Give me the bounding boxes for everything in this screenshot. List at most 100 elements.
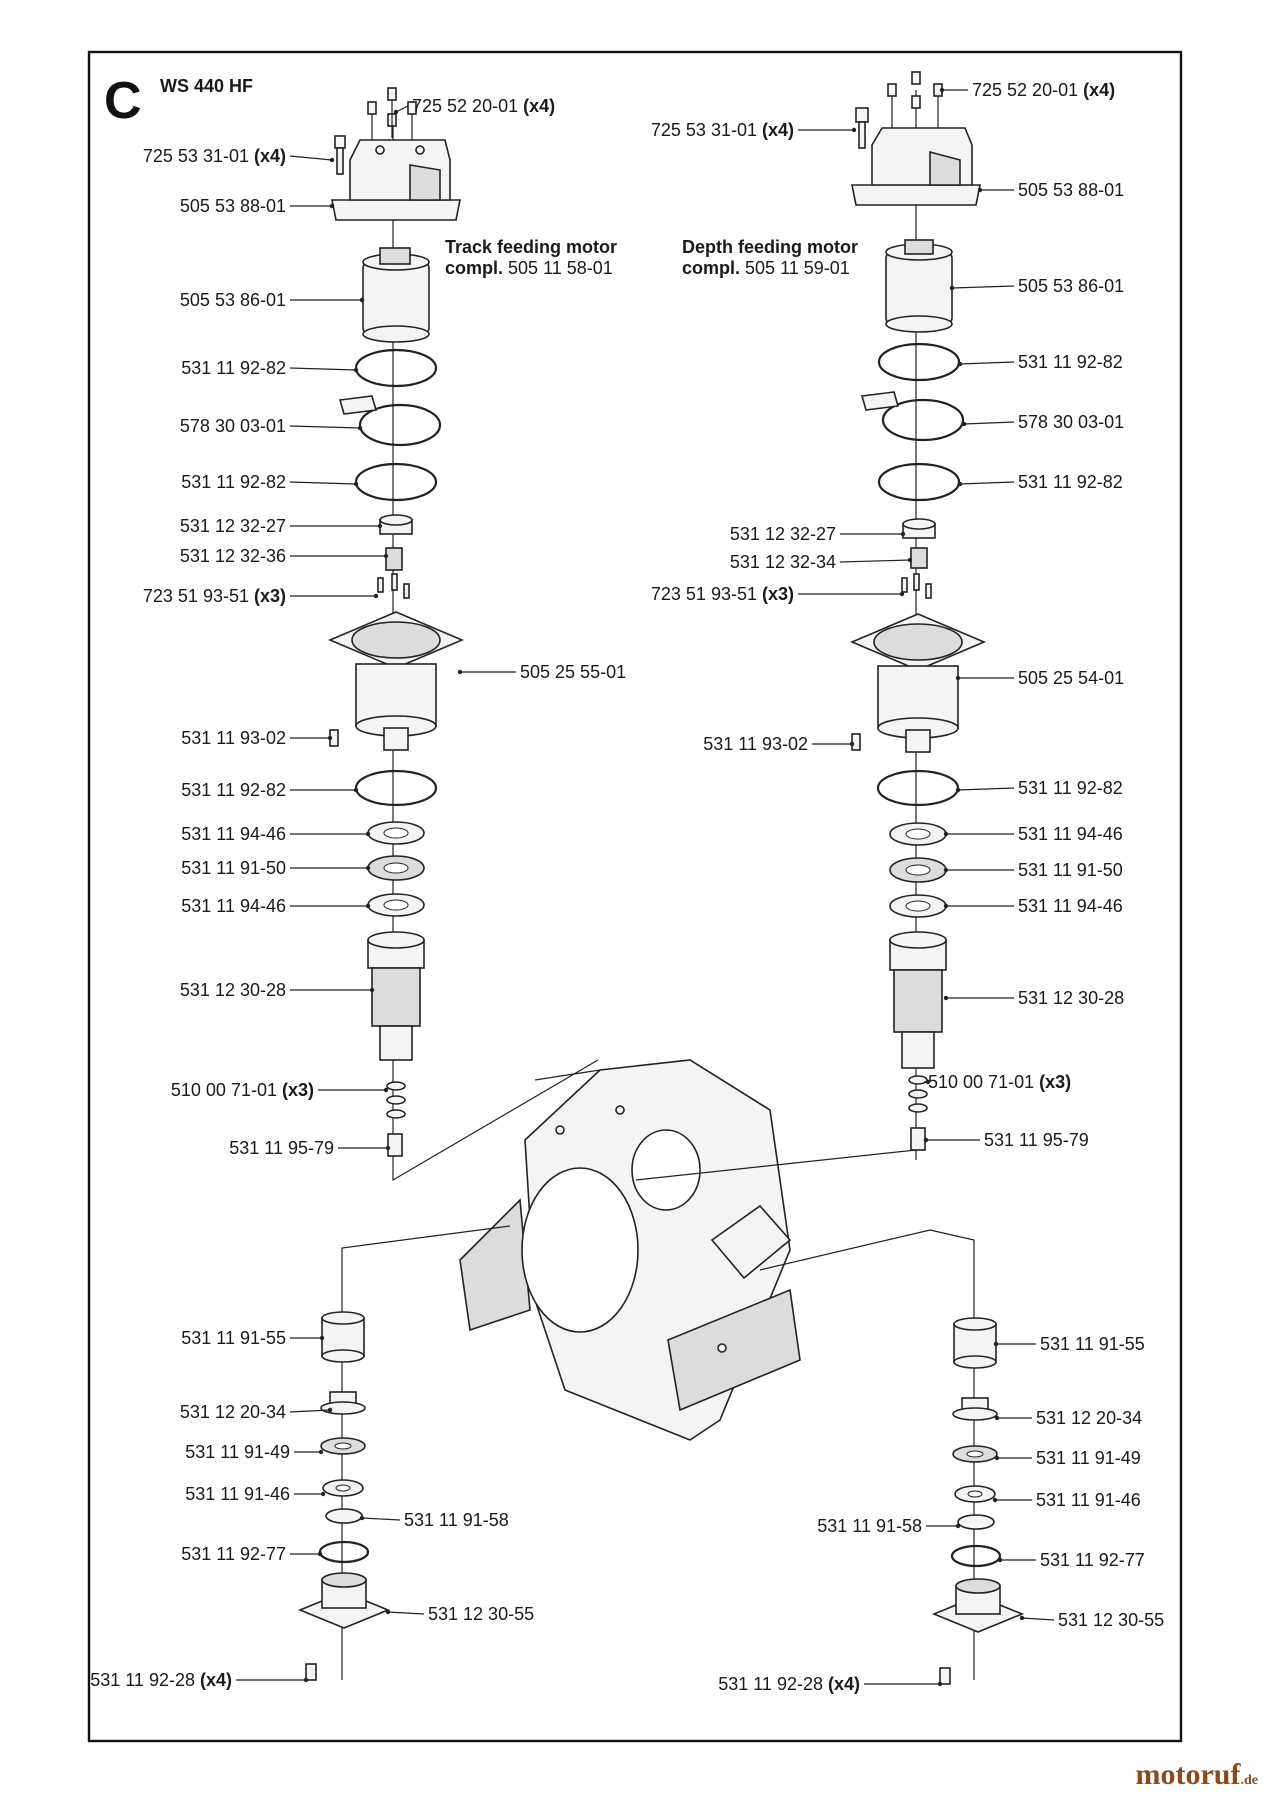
central-gear-housing [459, 1059, 801, 1441]
left-motor [362, 247, 430, 343]
leader-arrow [373, 593, 379, 599]
part-label-r16: 531 11 94-46 [943, 896, 1123, 916]
leader-arrow [943, 831, 949, 837]
leader-arrow [907, 557, 913, 563]
leader-arrow [353, 367, 359, 373]
leader-arrow [377, 523, 383, 529]
part-label-bl4: 531 11 91-46 [185, 1484, 326, 1504]
leader-arrow [997, 1557, 1003, 1563]
part-label-l19: 531 11 95-79 [229, 1138, 391, 1158]
part-number-text: 531 12 32-36 [180, 546, 286, 566]
part-label-r11: 505 25 54-01 [955, 668, 1124, 688]
br-thrust-bearing [952, 1445, 998, 1463]
part-number-r17: 531 12 30-28 [1018, 988, 1124, 1008]
left-bearing [367, 855, 425, 881]
right-motor [885, 239, 953, 333]
part-number-r12: 531 11 93-02 [703, 734, 808, 754]
br-o-ring [950, 1544, 1002, 1568]
left-assembly-compl-word: compl. [445, 258, 503, 278]
part-number-text: 531 11 91-58 [817, 1516, 922, 1536]
leader-arrow [319, 1335, 325, 1341]
part-number-l4: 505 53 86-01 [180, 290, 286, 310]
leader-arrow [353, 787, 359, 793]
right-washer-1 [889, 822, 947, 846]
br-bushing [952, 1397, 998, 1421]
part-number-l13: 531 11 92-82 [181, 780, 286, 800]
part-number-text: 505 53 86-01 [180, 290, 286, 310]
part-quantity: (x3) [249, 586, 286, 606]
part-number-l16: 531 11 94-46 [181, 896, 286, 916]
part-number-l18: 510 00 71-01 (x3) [171, 1080, 314, 1100]
part-label-r10: 723 51 93-51 (x3) [651, 584, 905, 604]
part-number-l14: 531 11 94-46 [181, 824, 286, 844]
part-label-r2: 725 53 31-01 (x4) [651, 120, 857, 140]
part-number-text: 725 53 31-01 [651, 120, 757, 140]
right-o-ring-2 [877, 462, 961, 502]
leader-arrow [994, 1415, 1000, 1421]
leader-arrow [943, 903, 949, 909]
part-number-text: 531 12 32-34 [730, 552, 836, 572]
part-label-bl2: 531 12 20-34 [180, 1402, 333, 1422]
left-top-screws [367, 87, 417, 150]
part-number-text: 725 52 20-01 [412, 96, 518, 116]
watermark-logo: motoruf.de [1136, 1758, 1258, 1792]
part-number-br5: 531 11 91-58 [817, 1516, 922, 1536]
right-bushing [902, 518, 936, 539]
leader-arrow [1019, 1615, 1025, 1621]
leader-arrow [937, 1681, 943, 1687]
br-shim [957, 1514, 995, 1530]
diagram-frame [87, 50, 1183, 1743]
part-number-bl5: 531 11 91-58 [404, 1510, 509, 1530]
part-number-br1: 531 11 91-55 [1040, 1334, 1145, 1354]
leader-arrow [943, 995, 949, 1001]
part-number-l6: 578 30 03-01 [180, 416, 286, 436]
part-number-text: 531 11 95-79 [229, 1138, 334, 1158]
part-number-text: 531 11 94-46 [1018, 824, 1123, 844]
part-number-l17: 531 12 30-28 [180, 980, 286, 1000]
leader-arrow [383, 1087, 389, 1093]
part-number-text: 531 11 91-55 [1040, 1334, 1145, 1354]
part-number-bl3: 531 11 91-49 [185, 1442, 290, 1462]
leader-arrow [385, 1609, 391, 1615]
part-label-r8: 531 12 32-27 [730, 524, 906, 544]
right-gear [910, 547, 928, 569]
part-number-text: 531 11 91-50 [1018, 860, 1123, 880]
left-bracket-plate [338, 395, 442, 447]
part-label-br8: 531 11 92-28 (x4) [718, 1674, 943, 1694]
part-number-r2: 725 53 31-01 (x4) [651, 120, 794, 140]
right-bearing [889, 857, 947, 883]
part-number-r6: 578 30 03-01 [1018, 412, 1124, 432]
leader-line [395, 105, 409, 113]
part-number-text: 505 25 54-01 [1018, 668, 1124, 688]
leader-arrow [327, 735, 333, 741]
part-label-l8: 531 12 32-27 [180, 516, 383, 536]
right-assembly-number: 505 11 59-01 [745, 258, 850, 278]
part-label-l13: 531 11 92-82 [181, 780, 359, 800]
part-number-r11: 505 25 54-01 [1018, 668, 1124, 688]
leader-arrow [357, 425, 363, 431]
part-number-l3: 505 53 88-01 [180, 196, 286, 216]
part-label-l12: 531 11 93-02 [181, 728, 333, 748]
part-label-br3: 531 11 91-49 [994, 1448, 1141, 1468]
left-side-screw [334, 135, 346, 175]
part-number-text: 531 11 93-02 [703, 734, 808, 754]
part-label-br5: 531 11 91-58 [817, 1516, 961, 1536]
part-label-br4: 531 11 91-46 [992, 1490, 1141, 1510]
part-number-bl7: 531 12 30-55 [428, 1604, 534, 1624]
leader-line [957, 787, 1015, 791]
part-labels: 725 52 20-01 (x4)725 53 31-01 (x4)505 53… [90, 80, 1164, 1694]
part-number-text: 505 53 88-01 [180, 196, 286, 216]
right-bracket-plate [860, 391, 965, 442]
left-o-ring-2 [354, 462, 438, 502]
watermark-tld: .de [1240, 1773, 1259, 1788]
part-number-text: 531 11 95-79 [984, 1130, 1089, 1150]
part-number-text: 725 52 20-01 [972, 80, 1078, 100]
part-label-l18: 510 00 71-01 (x3) [171, 1080, 389, 1100]
part-number-text: 505 25 55-01 [520, 662, 626, 682]
part-number-text: 531 11 92-82 [181, 358, 286, 378]
leader-arrow [949, 285, 955, 291]
left-gearbox [327, 611, 465, 751]
right-bolt [910, 1127, 926, 1151]
part-label-l6: 578 30 03-01 [180, 416, 363, 436]
leader-arrow [365, 865, 371, 871]
